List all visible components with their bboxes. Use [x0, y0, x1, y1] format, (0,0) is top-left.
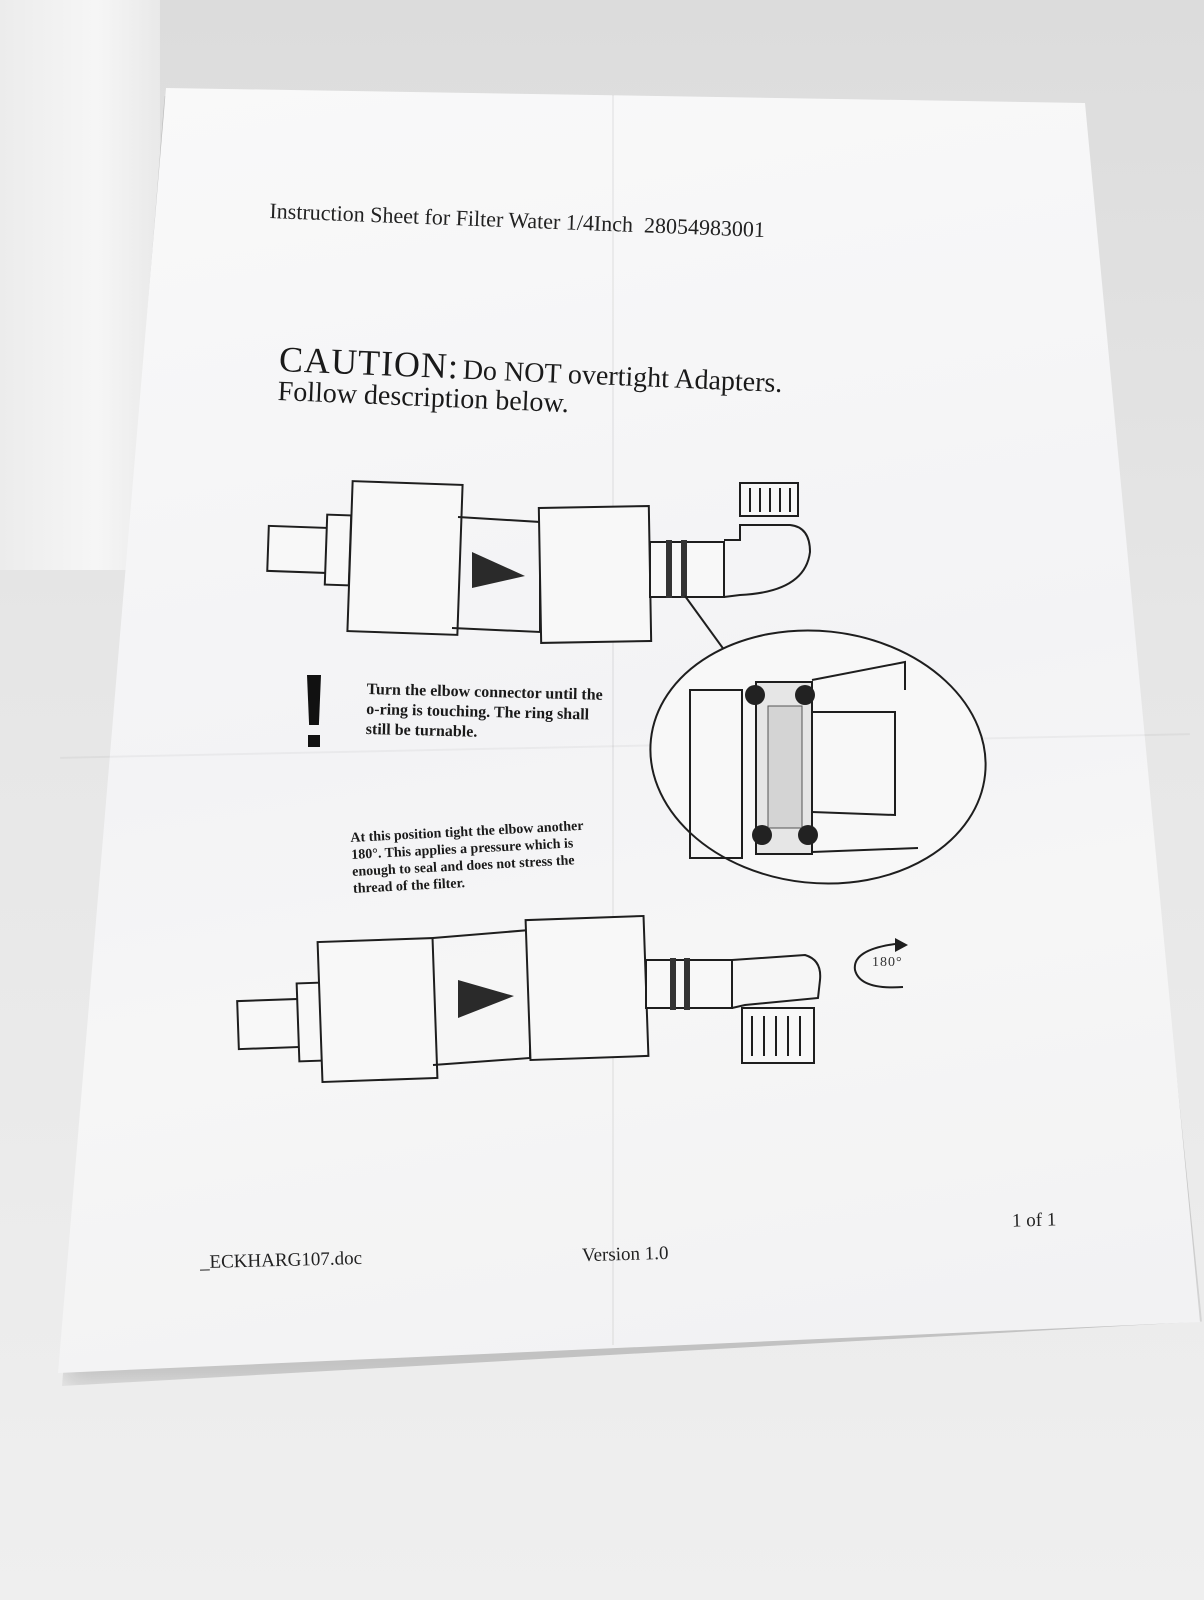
note-turn-elbow: Turn the elbow connector until the o-rin…: [365, 680, 603, 741]
footer-page-number: 1 of 1: [1011, 1209, 1057, 1232]
flow-direction-arrow-icon: [472, 552, 525, 588]
exclamation-icon: [307, 675, 321, 725]
footer-filename: _ECKHARG107.doc: [199, 1247, 363, 1274]
footer-version: Version 1.0: [581, 1242, 669, 1267]
background-box: [0, 0, 160, 570]
top-filter-assembly: [266, 480, 812, 659]
oring-detail-zoom: [649, 629, 987, 885]
rotation-label: 180°: [872, 955, 903, 970]
paper-fold-vertical: [612, 95, 614, 1345]
rotate-arrow-icon: [853, 938, 908, 989]
flow-direction-arrow-icon: [458, 980, 514, 1018]
exclamation-dot: [308, 735, 320, 747]
bottom-filter-assembly: [236, 914, 822, 1084]
note-tighten-elbow: At this position tight the elbow another…: [350, 818, 584, 897]
